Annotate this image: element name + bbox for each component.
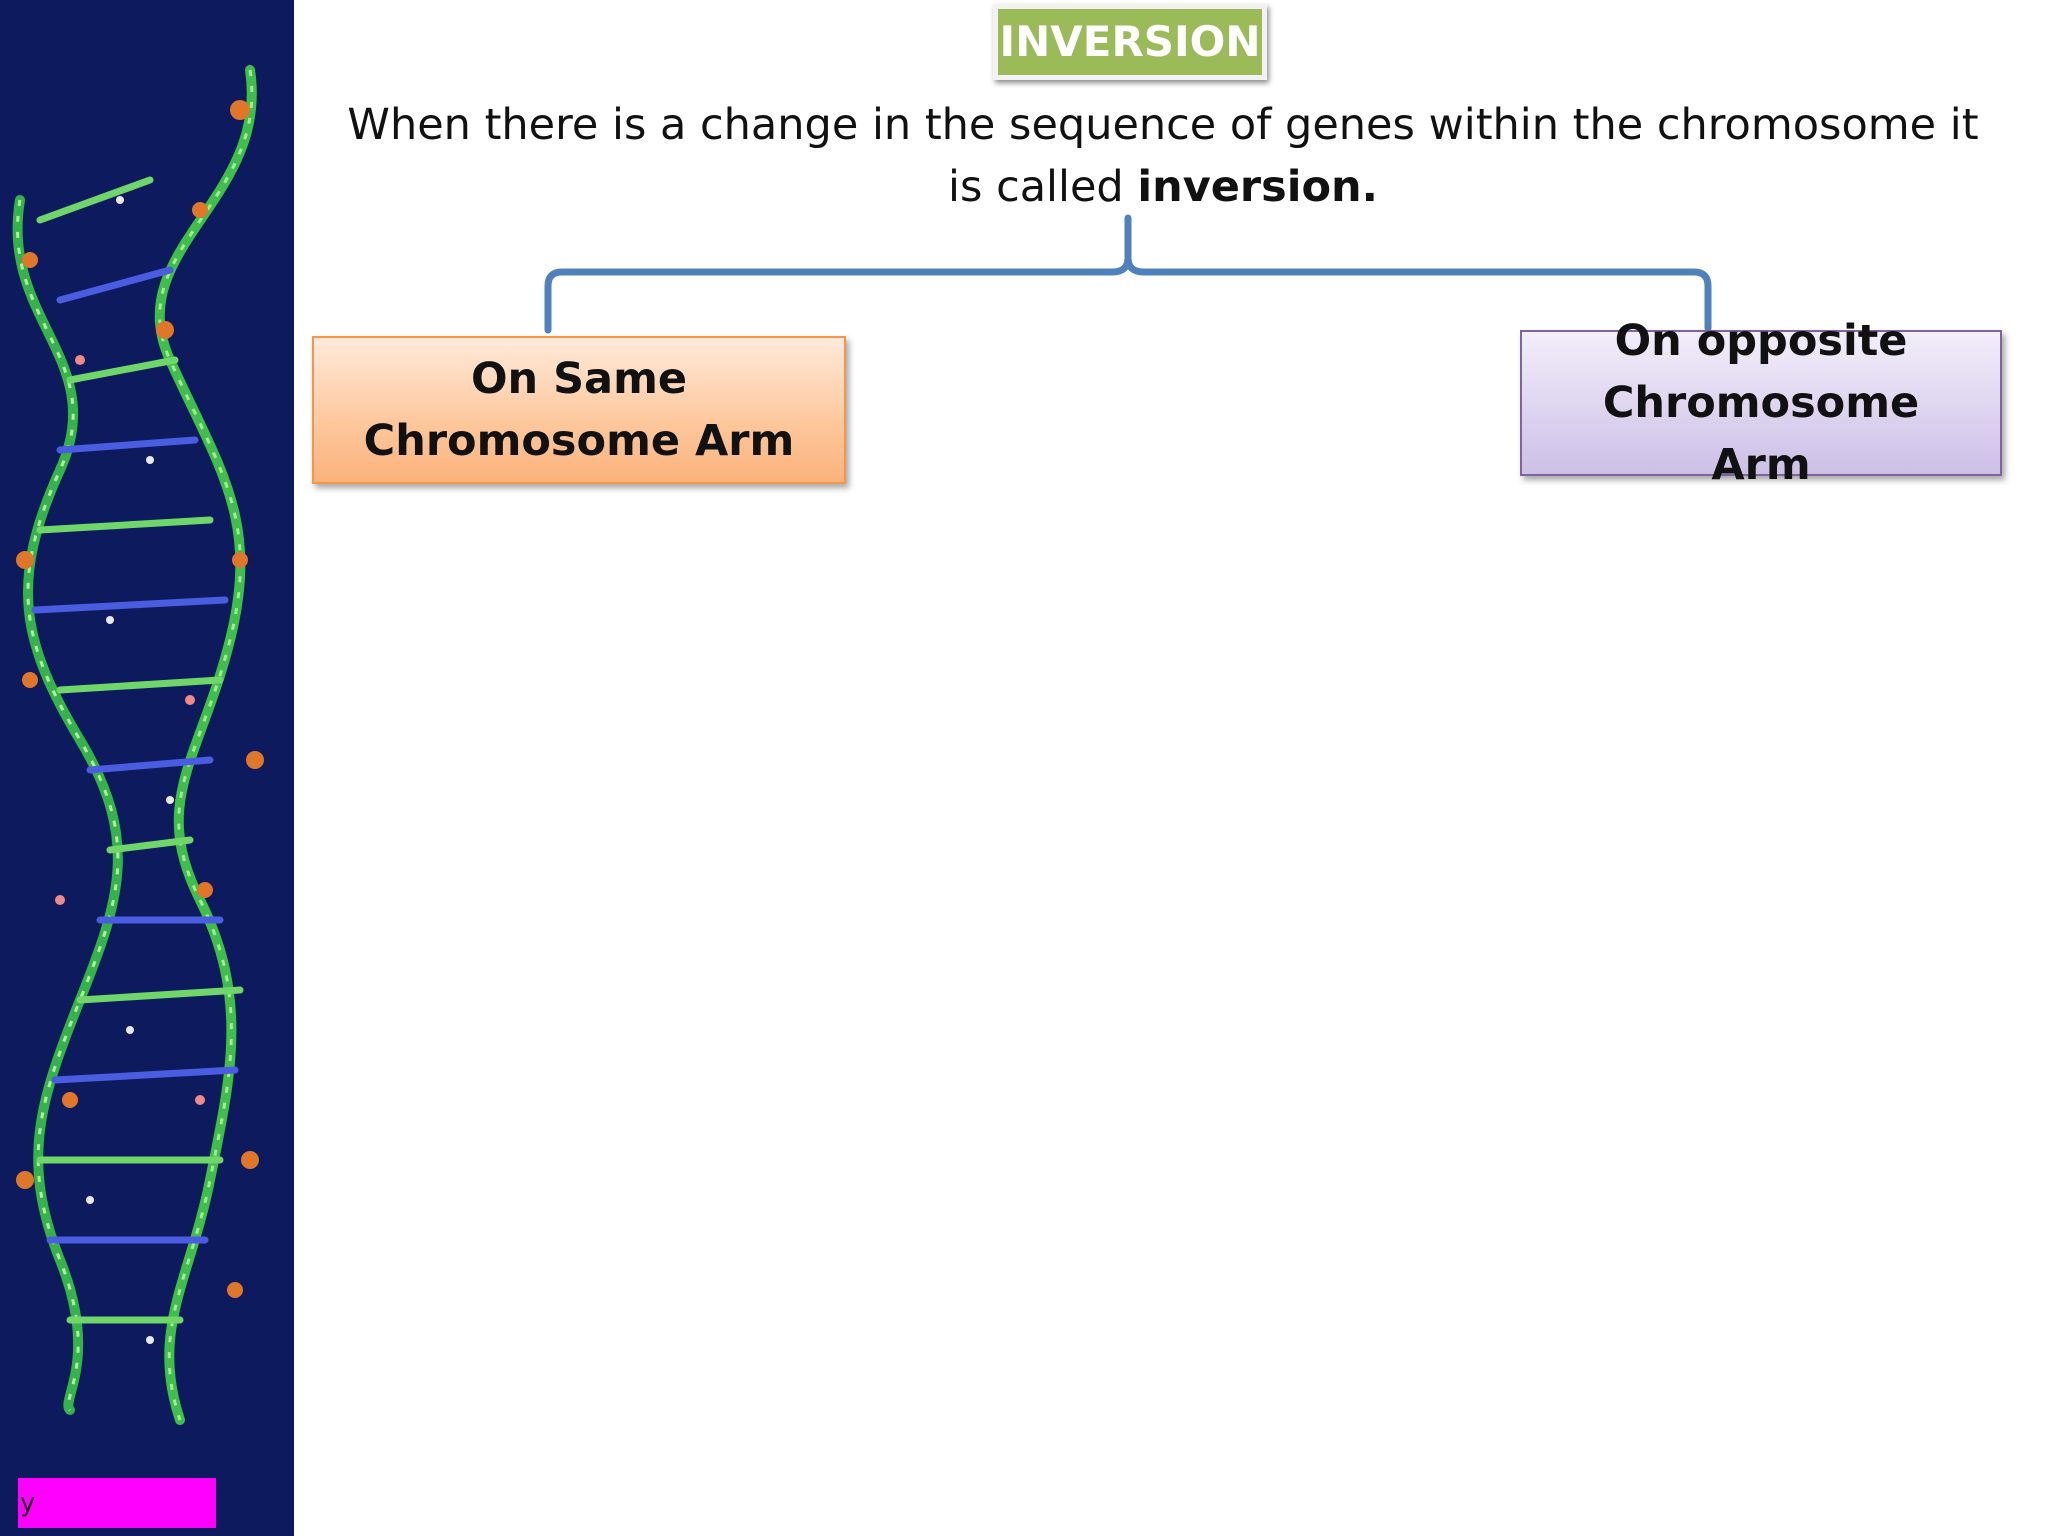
dna-helix-icon: [12, 65, 264, 1425]
branch-label-opposite-arm: On opposite Chromosome Arm: [1602, 316, 1920, 490]
brace-connector: [544, 214, 1712, 334]
branch-box-opposite-arm: On opposite Chromosome Arm: [1520, 316, 2002, 490]
branch-label-same-arm: On Same Chromosome Arm: [363, 354, 795, 466]
definition-text: When there is a change in the sequence o…: [330, 94, 1996, 218]
sidebar-dna-panel: y: [0, 0, 294, 1536]
footer-tag: y: [18, 1478, 216, 1528]
branch-box-same-arm: On Same Chromosome Arm: [312, 336, 846, 484]
definition-term: inversion.: [1137, 162, 1378, 212]
slide-title: INVERSION: [993, 4, 1267, 80]
definition-plain: When there is a change in the sequence o…: [347, 100, 1979, 212]
